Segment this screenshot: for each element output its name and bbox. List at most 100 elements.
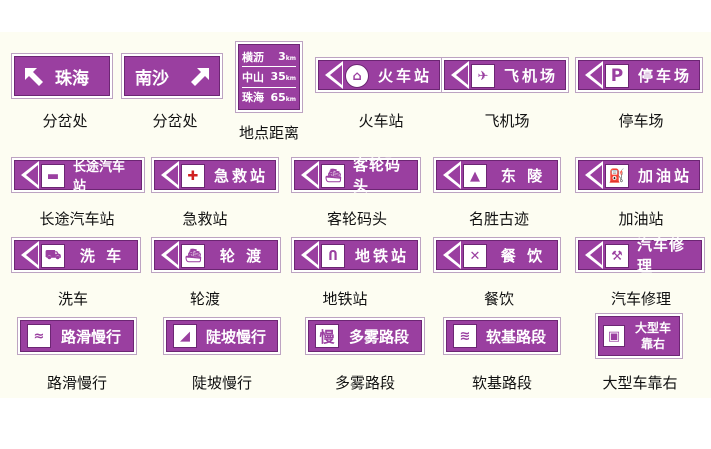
slow-glyph-box: 慢 <box>315 324 339 348</box>
distance-line-2: 中山 35km <box>242 67 296 88</box>
caption: 路滑慢行 <box>46 374 107 392</box>
sign-large-vehicle-right: ▣ 大型车 靠右 <box>598 316 680 356</box>
cell-car-repair: ⚒ 汽车修理 汽车修理 <box>574 236 708 320</box>
sign-text: 飞机场 <box>503 66 558 85</box>
sign-text: 多雾路段 <box>348 327 409 346</box>
cell-gas-station: ⛽ 加油站 加油站 <box>574 160 708 240</box>
cell-scenic-spot: ▲ 东 陵 名胜古迹 <box>432 160 566 240</box>
cell-car-wash: ⛟ 洗 车 洗车 <box>10 240 144 320</box>
caption: 名胜古迹 <box>468 210 529 228</box>
sign-text-block: 大型车 靠右 <box>629 320 677 352</box>
arrow-left-icon <box>21 161 39 189</box>
sign-coach-station: ▬ 长途汽车站 <box>14 160 142 194</box>
sign-text: 东 陵 <box>500 166 546 185</box>
sign-food: ✕ 餐 饮 <box>436 240 558 270</box>
arrow-left-icon <box>443 241 461 269</box>
caption: 分岔处 <box>152 112 198 130</box>
sign-first-aid: ✚ 急救站 <box>154 160 276 190</box>
sign-text: 轮 渡 <box>219 246 265 265</box>
arrow-left-icon <box>21 241 39 269</box>
caption: 地点距离 <box>238 124 299 142</box>
caption: 分岔处 <box>42 112 88 130</box>
truck-icon: ▣ <box>603 325 625 347</box>
distance-line-3: 珠海 65km <box>242 90 296 105</box>
metro-icon: Ո <box>321 244 345 268</box>
sign-text: 餐 饮 <box>500 246 546 265</box>
arrow-left-icon <box>451 61 469 89</box>
sign-car-wash: ⛟ 洗 车 <box>14 240 138 270</box>
sign-distance: 横沥 3km 中山 35km 珠海 65km <box>238 44 300 110</box>
sign-gas-station: ⛽ 加油站 <box>578 160 700 190</box>
caption: 急救站 <box>182 210 228 228</box>
cell-airport: ✈ 飞机场 飞机场 <box>440 60 574 140</box>
cell-soft-foundation: ≋ 软基路段 软基路段 <box>442 320 576 400</box>
cell-distance: 横沥 3km 中山 35km 珠海 65km 地点距离 <box>232 42 366 142</box>
cell-metro-station: Ո 地铁站 地铁站 <box>290 240 424 320</box>
cell-train-station: ⌂ 火车站 火车站 <box>314 60 448 140</box>
steep-slope-icon: ◢ <box>173 324 197 348</box>
sign-text: 停车场 <box>637 66 692 85</box>
sign-text: 地铁站 <box>354 246 409 265</box>
arrow-left-icon <box>585 241 603 269</box>
arrow-left-icon <box>301 241 319 269</box>
arrow-left-icon <box>443 161 461 189</box>
sign-chart: 珠海 分岔处 南沙 分岔处 横沥 3km 中山 35km 珠海 65km <box>0 32 711 398</box>
caption: 餐饮 <box>483 290 514 308</box>
cell-parking: P 停车场 停车场 <box>574 60 708 140</box>
sign-text: 加油站 <box>637 166 692 185</box>
cell-ferry-pier: ⛴ 客轮码头 客轮码头 <box>290 156 424 240</box>
cell-foggy-road: 慢 多雾路段 多雾路段 <box>302 320 436 400</box>
arrow-left-icon <box>325 61 343 89</box>
sign-soft-foundation: ≋ 软基路段 <box>446 320 558 352</box>
car-wash-icon: ⛟ <box>41 244 65 268</box>
airplane-icon: ✈ <box>471 64 495 88</box>
arrow-left-icon <box>585 61 603 89</box>
caption: 地铁站 <box>322 290 368 308</box>
sign-text: 路滑慢行 <box>60 327 121 346</box>
sign-fork-nansha: 南沙 <box>124 56 220 96</box>
caption: 洗车 <box>57 290 88 308</box>
sign-text: 洗 车 <box>79 246 125 265</box>
caption: 轮渡 <box>189 290 220 308</box>
sign-train-station: ⌂ 火车站 <box>318 60 440 90</box>
cell-first-aid: ✚ 急救站 急救站 <box>150 160 284 240</box>
cell-slippery-road: ≈ 路滑慢行 路滑慢行 <box>14 320 148 400</box>
cell-food: ✕ 餐 饮 餐饮 <box>432 240 566 320</box>
sign-text-line-2: 靠右 <box>640 337 665 351</box>
waves-icon: ≋ <box>453 324 477 348</box>
caption: 软基路段 <box>471 374 532 392</box>
cell-fork-zhuhai: 珠海 分岔处 <box>10 52 144 132</box>
caption: 火车站 <box>358 112 404 130</box>
sign-text: 火车站 <box>377 66 432 85</box>
sign-text: 陡坡慢行 <box>205 327 266 346</box>
sign-text: 南沙 <box>135 68 169 89</box>
first-aid-icon: ✚ <box>181 164 205 188</box>
cell-steep-slope: ◢ 陡坡慢行 陡坡慢行 <box>160 320 294 400</box>
cell-large-vehicle-right: ▣ 大型车 靠右 大型车靠右 <box>588 316 711 396</box>
sign-text: 急救站 <box>213 166 268 185</box>
caption: 长途汽车站 <box>39 210 115 228</box>
sign-scenic-spot: ▲ 东 陵 <box>436 160 558 190</box>
cell-fork-nansha: 南沙 分岔处 <box>120 52 254 132</box>
fork-knife-icon: ✕ <box>463 244 487 268</box>
sign-car-repair: ⚒ 汽车修理 <box>578 236 702 275</box>
sign-text: 长途汽车站 <box>73 160 126 194</box>
caption: 大型车靠右 <box>602 374 678 392</box>
sign-text: 客轮码头 <box>353 156 402 195</box>
caption: 汽车修理 <box>610 290 671 308</box>
bus-icon: ▬ <box>41 164 65 188</box>
cell-ferry: ⛴ 轮 渡 轮渡 <box>150 240 284 320</box>
caption: 飞机场 <box>484 112 530 130</box>
caption: 加油站 <box>618 210 664 228</box>
arrow-left-icon <box>161 241 179 269</box>
sign-foggy-road: 慢 多雾路段 <box>308 320 422 352</box>
arrow-left-icon <box>585 161 603 189</box>
wrench-icon: ⚒ <box>605 244 629 268</box>
arrow-left-icon <box>301 161 319 189</box>
parking-icon: P <box>605 64 629 88</box>
sign-ferry: ⛴ 轮 渡 <box>154 240 278 270</box>
arrow-up-left-icon <box>25 68 43 86</box>
sign-text: 软基路段 <box>485 327 546 346</box>
sign-airport: ✈ 飞机场 <box>444 60 566 90</box>
sign-metro-station: Ո 地铁站 <box>294 240 418 270</box>
